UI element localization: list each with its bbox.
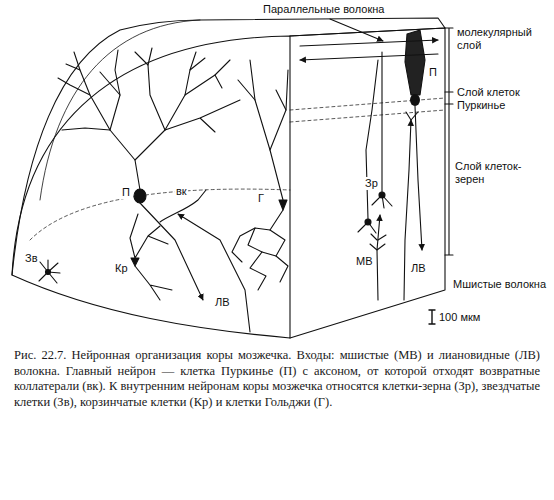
cell-label: П (428, 66, 438, 79)
purkinje-cell (58, 48, 240, 300)
golgi-cell (232, 60, 288, 290)
cell-label: П (121, 186, 131, 199)
layer-bracket (445, 28, 453, 255)
cell-label: Кр (114, 262, 129, 275)
basket-cell (130, 214, 172, 300)
scale-bar (429, 310, 435, 324)
cell-label: Зв (24, 252, 39, 265)
fiber-label: Параллельные волокна (262, 3, 385, 16)
purkinje-axon (415, 106, 422, 250)
layer-label: Слой клеток Пуркинье (456, 86, 550, 111)
fiber-label: Мшистые волокна (452, 278, 547, 291)
parallel-fiber (300, 40, 438, 46)
block-back-curve (40, 20, 200, 200)
figure-caption: Рис. 22.7. Нейронная организация коры мо… (14, 348, 540, 411)
mossy-rosette (370, 234, 386, 250)
purkinje-side-view (405, 30, 425, 95)
layer-label: Слой клеток-зерен (454, 160, 551, 185)
fiber-label: ЛВ (410, 262, 427, 275)
block-front-face (12, 36, 290, 338)
fiber-label: МВ (355, 255, 374, 268)
block-top-face (12, 18, 445, 275)
layer-boundary (30, 189, 290, 240)
stellate-cell (39, 260, 60, 283)
layer-label: молекулярный слой (456, 26, 550, 51)
fiber-label: ЛВ (214, 296, 231, 309)
cell-label: Зр (364, 177, 379, 190)
scale-label: 100 мкм (438, 311, 481, 324)
granule-cell (358, 52, 392, 233)
cell-label: вк (175, 185, 188, 198)
climbing-fiber (178, 214, 250, 332)
cell-label: Г (257, 192, 265, 205)
leader-arrow (330, 19, 383, 41)
layer-boundary (290, 110, 445, 122)
layer-boundary (290, 98, 445, 110)
block-right-face (290, 28, 445, 338)
climbing-fiber-tip (406, 112, 418, 120)
mossy-fiber (377, 215, 380, 300)
parallel-fiber (300, 54, 438, 60)
